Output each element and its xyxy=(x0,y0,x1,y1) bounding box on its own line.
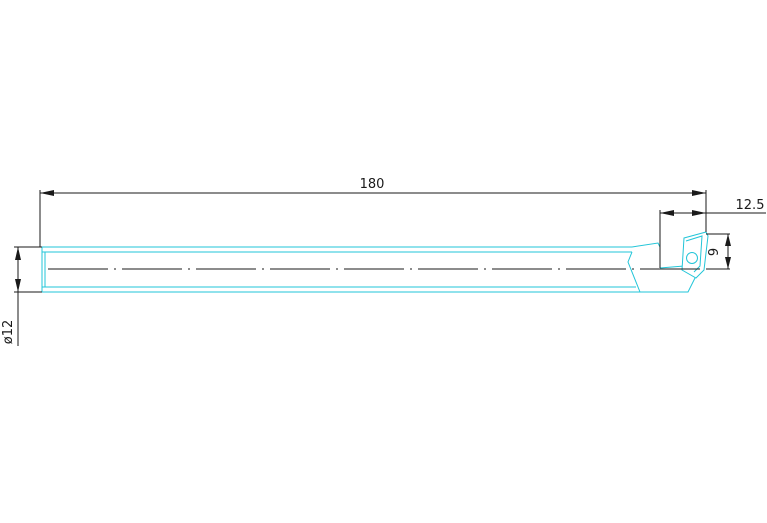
arrowhead-height-top xyxy=(725,234,731,246)
dimension-text-180: 180 xyxy=(360,177,385,192)
arrowhead-head-right xyxy=(692,210,706,216)
arrowhead-right xyxy=(692,190,706,196)
arrowhead-dia-top xyxy=(15,247,21,260)
dimension-text-9: 9 xyxy=(707,248,722,256)
arrowhead-dia-bottom xyxy=(15,279,21,292)
dimension-text-12-5: 12.5 xyxy=(736,198,765,213)
arrowhead-left xyxy=(40,190,54,196)
arrowhead-head-left xyxy=(660,210,674,216)
boring-bar-outline xyxy=(41,231,709,293)
shank-diameter-dimension: ø12 xyxy=(1,246,42,346)
head-neck-profile xyxy=(627,251,641,293)
dimension-text-dia-12: ø12 xyxy=(1,320,16,345)
overall-length-dimension: 180 xyxy=(39,177,707,247)
arrowhead-height-bottom xyxy=(725,257,731,269)
head-height-dimension: 9 xyxy=(706,233,731,270)
insert-screw-hole xyxy=(686,252,698,264)
head-top-profile xyxy=(631,242,661,268)
head-center-step xyxy=(659,265,685,269)
head-bottom-profile xyxy=(640,275,697,293)
head-length-dimension: 12.5 xyxy=(659,198,766,268)
